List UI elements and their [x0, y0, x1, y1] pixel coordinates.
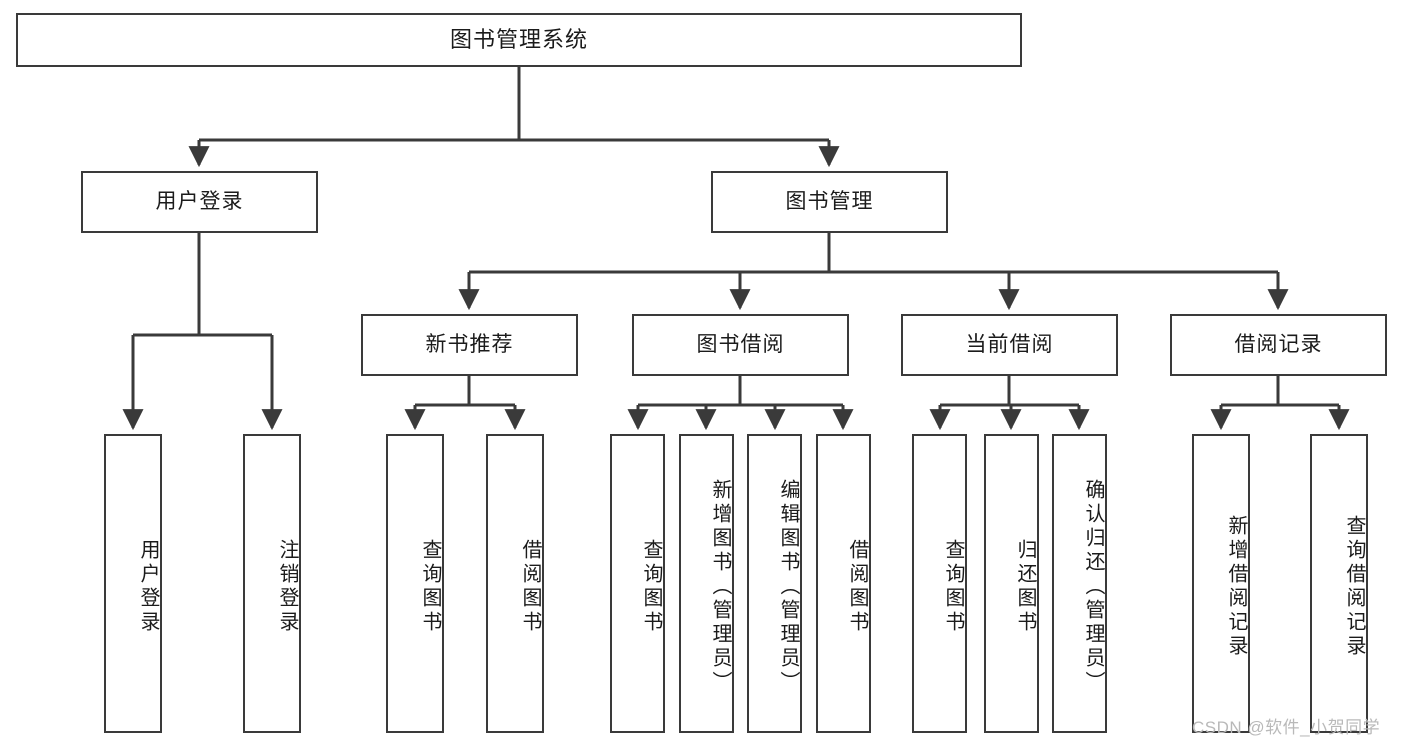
node-level2-0[interactable]: 用户登录 [81, 171, 318, 233]
node-level3-3[interactable]: 借阅记录 [1170, 314, 1387, 376]
node-level3-1[interactable]: 图书借阅 [632, 314, 849, 376]
node-level3-2[interactable]: 当前借阅 [901, 314, 1118, 376]
node-leaf-label: 查询图书 [942, 538, 964, 635]
node-leaf-label: 查询借阅记录 [1343, 514, 1365, 659]
node-leaf-5[interactable]: 新增图书（管理员） [679, 434, 734, 733]
node-leaf-label: 用户登录 [137, 538, 159, 635]
node-leaf-label: 新增借阅记录 [1225, 514, 1247, 659]
node-leaf-7[interactable]: 借阅图书 [816, 434, 871, 733]
node-leaf-8[interactable]: 查询图书 [912, 434, 967, 733]
node-leaf-2[interactable]: 查询图书 [386, 434, 444, 733]
node-level3-label: 新书推荐 [425, 333, 514, 357]
node-level2-label: 图书管理 [785, 190, 874, 214]
node-level2-1[interactable]: 图书管理 [711, 171, 948, 233]
node-leaf-0[interactable]: 用户登录 [104, 434, 162, 733]
node-leaf-10[interactable]: 确认归还（管理员） [1052, 434, 1107, 733]
node-leaf-label: 查询图书 [640, 538, 662, 635]
node-leaf-label: 新增图书（管理员） [709, 478, 731, 695]
node-level3-0[interactable]: 新书推荐 [361, 314, 578, 376]
node-leaf-4[interactable]: 查询图书 [610, 434, 665, 733]
node-leaf-label: 借阅图书 [519, 538, 541, 635]
node-leaf-6[interactable]: 编辑图书（管理员） [747, 434, 802, 733]
node-level3-label: 借阅记录 [1234, 333, 1323, 357]
watermark-text: CSDN @软件_小贺同学 [1192, 718, 1381, 737]
node-level3-label: 当前借阅 [965, 333, 1054, 357]
node-level2-label: 用户登录 [155, 190, 244, 214]
node-leaf-label: 归还图书 [1014, 538, 1036, 635]
node-leaf-11[interactable]: 新增借阅记录 [1192, 434, 1250, 733]
node-leaf-12[interactable]: 查询借阅记录 [1310, 434, 1368, 733]
node-leaf-label: 查询图书 [419, 538, 441, 635]
node-leaf-label: 确认归还（管理员） [1082, 478, 1104, 695]
node-leaf-1[interactable]: 注销登录 [243, 434, 301, 733]
node-level3-label: 图书借阅 [696, 333, 785, 357]
node-root-label: 图书管理系统 [449, 26, 588, 52]
node-leaf-label: 借阅图书 [846, 538, 868, 635]
node-leaf-label: 注销登录 [276, 538, 298, 635]
node-leaf-9[interactable]: 归还图书 [984, 434, 1039, 733]
node-leaf-label: 编辑图书（管理员） [777, 478, 799, 695]
node-leaf-3[interactable]: 借阅图书 [486, 434, 544, 733]
node-root[interactable]: 图书管理系统 [16, 13, 1022, 67]
